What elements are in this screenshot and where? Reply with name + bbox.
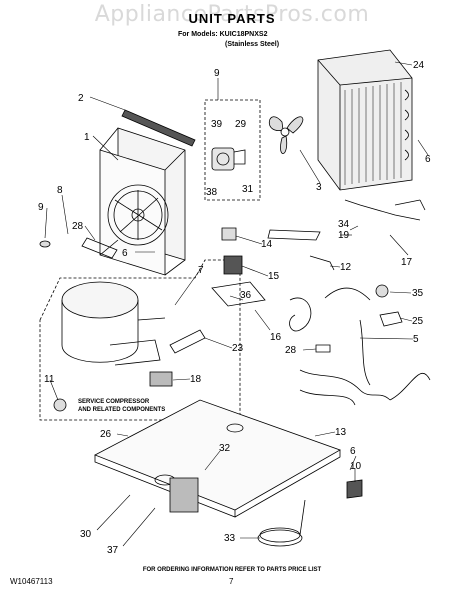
wire-loop-part — [324, 287, 371, 301]
bracket-part — [379, 311, 403, 327]
callout-37: 36 — [240, 290, 252, 301]
callout-24: 24 — [413, 60, 425, 71]
control-board-part — [169, 477, 199, 513]
callout-34: 34 — [338, 219, 350, 230]
callout-26: 26 — [100, 429, 112, 440]
group-box-fan-motor — [204, 99, 261, 201]
watermark: AppliancePartsPros.com — [94, 2, 370, 27]
filter-drier-part — [169, 329, 206, 354]
callout-4: 9 — [214, 68, 220, 79]
callout-28: 28 — [285, 345, 297, 356]
callout-33: 33 — [224, 533, 236, 544]
callout-6: 6 — [122, 248, 128, 259]
page-title: UNIT PARTS — [188, 11, 276, 26]
callout-12: 12 — [340, 262, 352, 273]
callout-16: 16 — [270, 332, 282, 343]
callout-18: 18 — [190, 374, 202, 385]
model-line: For Models: KUIC18PNXS2 — [178, 31, 268, 38]
model-finish: (Stainless Steel) — [225, 41, 280, 48]
fan-shroud-part — [99, 127, 186, 276]
harness-clip-part — [267, 229, 321, 241]
callout-11: 11 — [44, 374, 55, 385]
overload-part — [149, 371, 173, 387]
callout-8: 8 — [57, 185, 63, 196]
clip-part — [375, 284, 389, 298]
service-note-line: SERVICE COMPRESSOR — [78, 399, 150, 405]
fan-blade-part — [268, 116, 304, 154]
main-harness-part — [299, 319, 431, 406]
callout-6: 6 — [350, 446, 356, 457]
callout-5: 5 — [413, 334, 419, 345]
callout-19: 19 — [338, 230, 350, 241]
grommet-part — [53, 398, 67, 412]
clip-part — [315, 344, 331, 353]
callout-3: 3 — [316, 182, 322, 193]
callout-39: 39 — [211, 119, 223, 130]
tube-part — [309, 255, 335, 271]
callout-14: 14 — [261, 239, 273, 250]
callout-1: 1 — [84, 132, 90, 143]
callout-38: 38 — [206, 187, 218, 198]
callout-13: 13 — [335, 427, 347, 438]
callout-27: 28 — [72, 221, 84, 232]
callout-35: 35 — [412, 288, 424, 299]
compressor-part — [61, 281, 166, 366]
callout-15: 15 — [268, 271, 280, 282]
service-note-line: AND RELATED COMPONENTS — [78, 407, 166, 413]
callout-6: 6 — [425, 154, 431, 165]
capacitor-part — [221, 227, 237, 241]
callout-29: 29 — [235, 119, 247, 130]
leader-lines — [44, 61, 429, 547]
page-number: 7 — [229, 577, 234, 586]
callout-23: 23 — [232, 343, 244, 354]
model-info: For Models: KUIC18PNXS2 (Stainless Steel… — [178, 30, 279, 50]
callout-36: 37 — [107, 545, 119, 556]
callout-2: 2 — [78, 93, 84, 104]
callout-7: 7 — [198, 265, 204, 276]
service-note: SERVICE COMPRESSOR AND RELATED COMPONENT… — [78, 398, 165, 414]
control-bracket-part — [211, 281, 266, 307]
callout-17: 17 — [401, 257, 413, 268]
base-pan-part — [94, 399, 341, 518]
sensor-part — [289, 297, 312, 332]
callout-32: 32 — [219, 443, 231, 454]
callout-10: 10 — [350, 461, 362, 472]
relay-part — [223, 255, 243, 275]
callout-31: 31 — [242, 184, 254, 195]
washer-part — [39, 240, 51, 248]
bracket-part — [81, 237, 118, 259]
callout-25: 25 — [412, 316, 424, 327]
document-number: W10467113 — [10, 577, 53, 586]
ordering-info: FOR ORDERING INFORMATION REFER TO PARTS … — [142, 567, 322, 573]
clip-part — [346, 479, 363, 499]
callout-30: 30 — [80, 529, 92, 540]
seal-strip-part — [121, 109, 196, 147]
callout-9: 9 — [38, 202, 44, 213]
drain-tube-part — [257, 499, 306, 547]
wire-harness-part — [344, 199, 426, 221]
condenser-coil-part — [317, 49, 413, 191]
fan-motor-part — [211, 147, 246, 171]
